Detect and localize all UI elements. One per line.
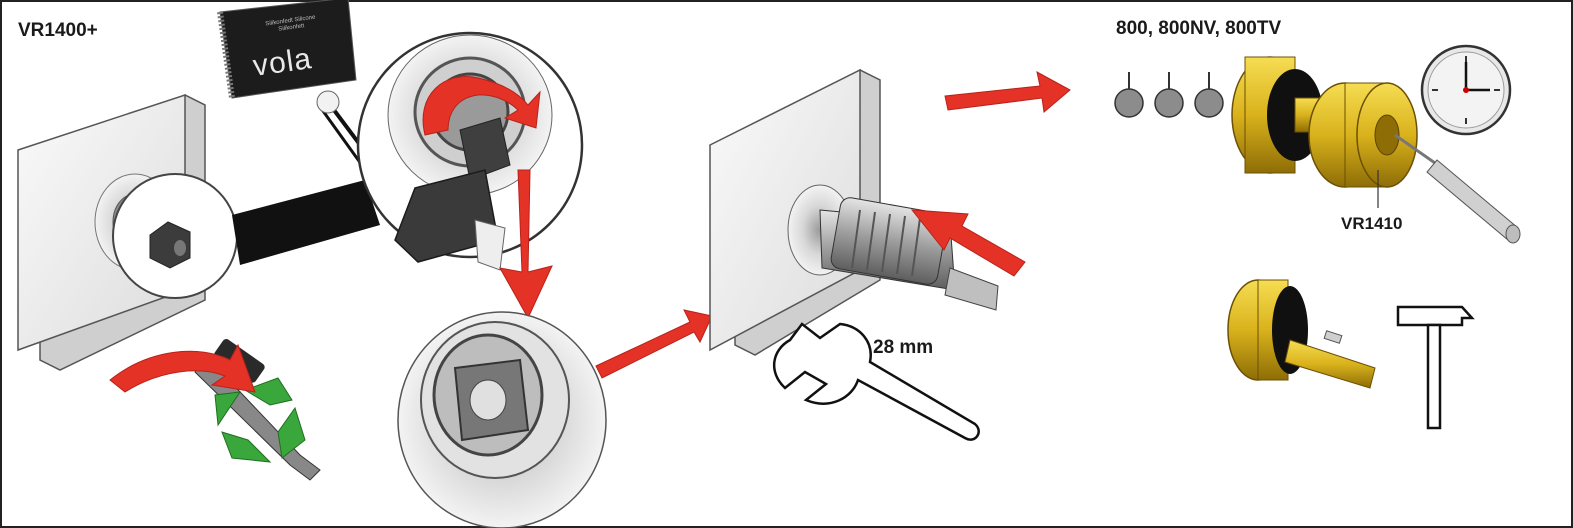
arrow-to-step3 — [944, 71, 1071, 113]
wrench-size-label: 28 mm — [873, 337, 934, 358]
key-icon — [1114, 72, 1224, 118]
part-label: VR1410 — [1341, 214, 1403, 233]
valve-seat-view — [397, 311, 607, 528]
arrow-to-step2 — [595, 309, 713, 379]
arrow-push-in — [910, 209, 1026, 277]
drill-icon — [1394, 133, 1521, 244]
magnify-connector — [232, 180, 380, 265]
cartridge-body — [819, 197, 999, 311]
wrench-icon — [772, 322, 980, 441]
magnified-grease-view — [356, 31, 584, 271]
brass-fitting-lower — [1227, 279, 1376, 389]
wall-plate-step2 — [709, 68, 881, 356]
brass-fitting — [1231, 56, 1356, 174]
arrow-down — [499, 169, 553, 320]
models-label: 800, 800NV, 800TV — [1116, 18, 1282, 39]
product-label: VR1400+ — [18, 20, 98, 41]
valve-stub-icon — [112, 173, 238, 299]
brass-nut-vr1410 — [1308, 82, 1418, 188]
clock-icon — [1420, 44, 1512, 136]
recycle-icon — [214, 377, 306, 463]
rotate-arrow — [422, 76, 541, 136]
hammer-icon — [1396, 305, 1475, 430]
arrow-remove — [109, 343, 256, 393]
